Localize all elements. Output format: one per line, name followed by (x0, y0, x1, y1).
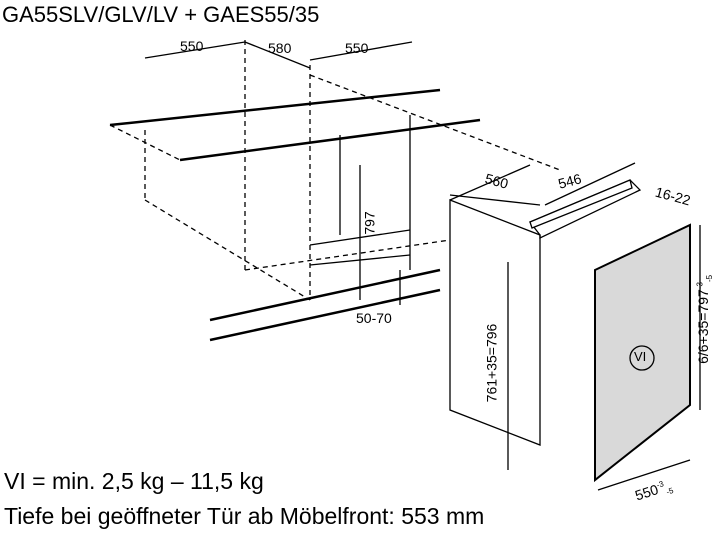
dimension-lines (144, 41, 701, 491)
dim-580: 580 (268, 40, 292, 56)
dim-797: 797 (361, 211, 378, 235)
niche-walls (309, 115, 411, 305)
dim-796: 761+35=796 (483, 323, 500, 403)
vi-label: VI (634, 349, 647, 364)
dim-797-door: 6/6+35=797-3-5 (695, 274, 714, 364)
niche (144, 40, 561, 301)
countertop (109, 88, 481, 342)
depth-note: Tiefe bei geöffneter Tür ab Möbelfront: … (4, 503, 485, 529)
diagram-title: GA55SLV/GLV/LV + GAES55/35 (2, 2, 320, 27)
weight-note: VI = min. 2,5 kg – 11,5 kg (4, 468, 264, 494)
dim-550-right: 550 (345, 40, 369, 56)
dim-550-left: 550 (180, 38, 204, 54)
vi-marker (629, 345, 655, 371)
dim-50-70: 50-70 (356, 310, 392, 326)
appliance-body (449, 164, 642, 446)
